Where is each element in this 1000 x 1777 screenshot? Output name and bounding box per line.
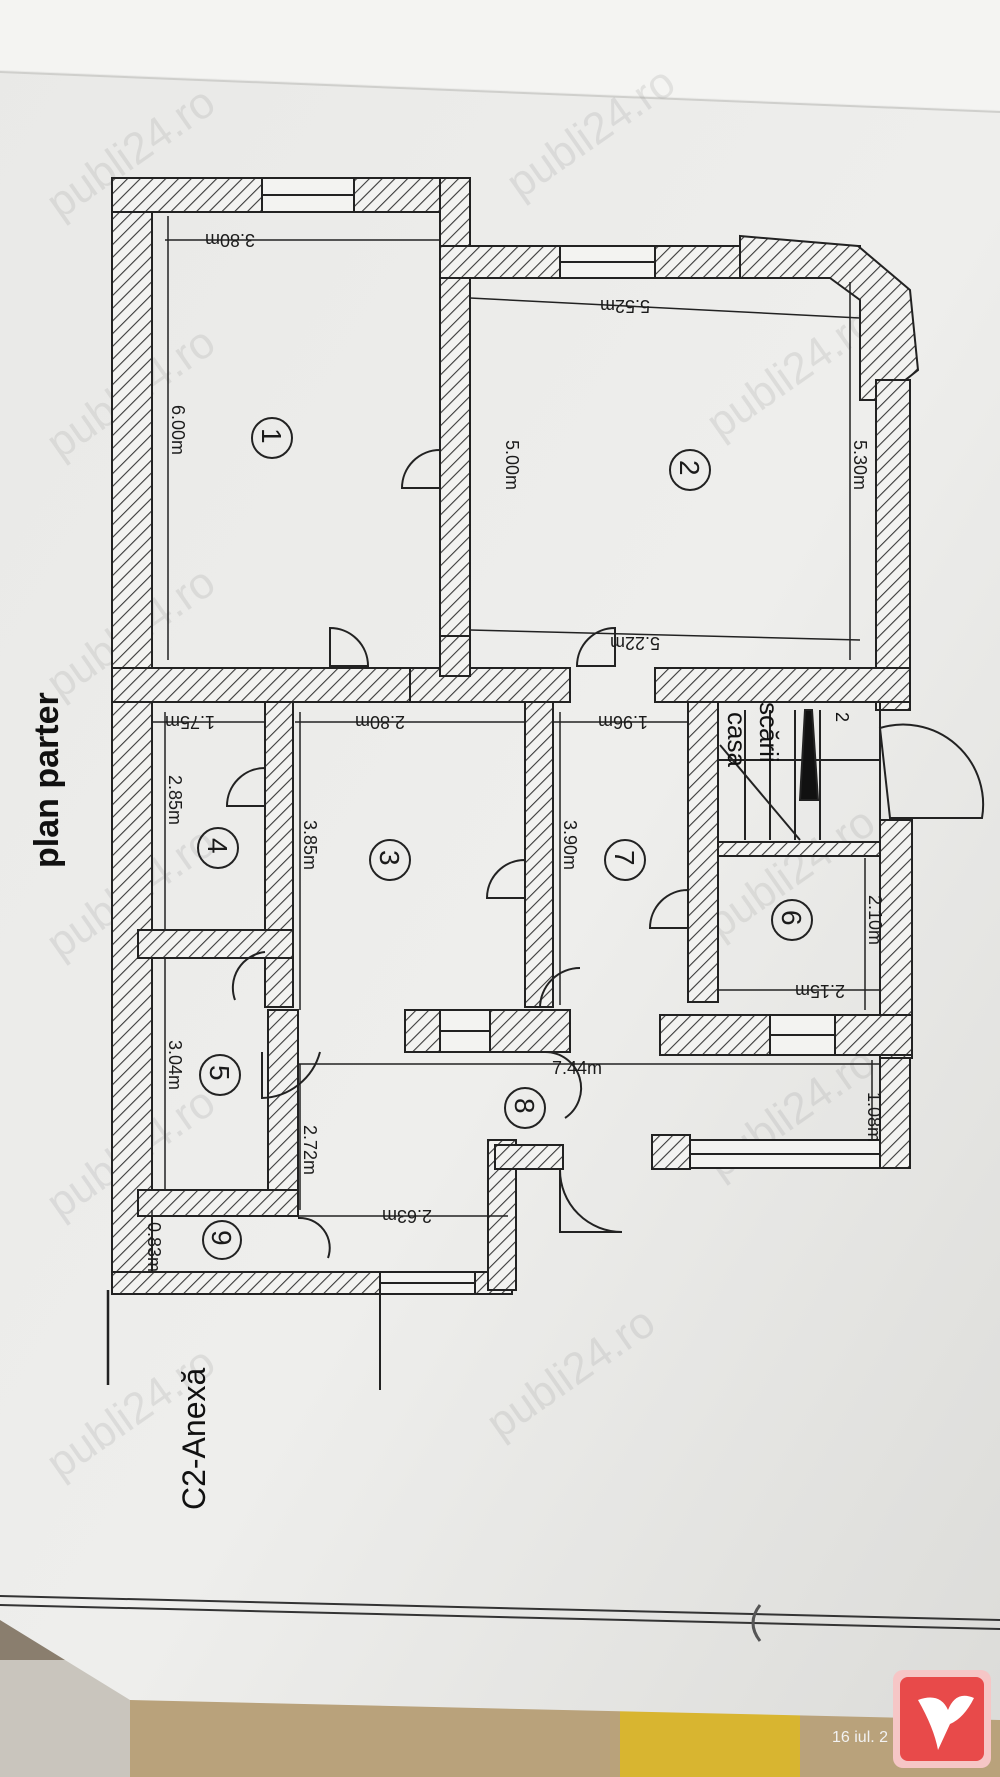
room-3: 3 bbox=[374, 850, 405, 866]
photo-date: 16 iul. 2 bbox=[832, 1729, 888, 1746]
dim-room1-height: 6.00m bbox=[168, 405, 188, 455]
dim-room6-height: 2.10m bbox=[865, 895, 885, 945]
room-numbers bbox=[197, 417, 813, 1260]
dim-room2-width-bottom: 5.22m bbox=[610, 633, 660, 653]
dim-left-lower: 2.72m bbox=[300, 1125, 320, 1175]
stair-mark: 2 bbox=[832, 712, 852, 722]
room-5: 5 bbox=[204, 1065, 235, 1081]
dimension-labels: 3.80m 6.00m 5.52m 5.00m 5.30m 5.22m 2.80… bbox=[144, 230, 885, 1272]
dim-total-width: 7.44m bbox=[552, 1058, 602, 1078]
room-4: 4 bbox=[202, 838, 233, 854]
dim-room6-width: 2.15m bbox=[795, 981, 845, 1001]
dim-room5-height: 3.04m bbox=[165, 1040, 185, 1090]
room-1: 1 bbox=[256, 428, 287, 444]
room-2: 2 bbox=[674, 460, 705, 476]
dim-room7-height: 3.90m bbox=[560, 820, 580, 870]
dim-room4-height: 2.85m bbox=[165, 775, 185, 825]
annex-label: C2-Anexă bbox=[176, 1368, 212, 1511]
dim-room2-height-right: 5.30m bbox=[850, 440, 870, 490]
dim-room9: 0.83m bbox=[144, 1222, 164, 1272]
dim-hall-lower: 2.63m bbox=[382, 1206, 432, 1226]
room-number-labels: 1 2 3 4 7 6 5 8 9 bbox=[202, 428, 807, 1246]
publi24-logo bbox=[893, 1670, 991, 1768]
dim-room7-width: 1.96m bbox=[598, 712, 648, 732]
dim-room2-height-left: 5.00m bbox=[502, 440, 522, 490]
dim-room3-height: 3.85m bbox=[300, 820, 320, 870]
dim-room4-width: 1.75m bbox=[165, 712, 215, 732]
door-swings bbox=[225, 449, 985, 1259]
room-8: 8 bbox=[509, 1098, 540, 1114]
room-9: 9 bbox=[206, 1230, 237, 1246]
plan-title: plan parter bbox=[28, 692, 66, 868]
stairs bbox=[717, 701, 881, 857]
dim-room3-width: 2.80m bbox=[355, 712, 405, 732]
stair-label-scarii: scării bbox=[754, 702, 784, 763]
dim-room1-width: 3.80m bbox=[205, 230, 255, 250]
dim-entry-width: 1.08m bbox=[864, 1092, 884, 1142]
room-7: 7 bbox=[609, 850, 640, 866]
dim-room2-width-top: 5.52m bbox=[600, 296, 650, 316]
stair-label-casa: casa bbox=[722, 712, 752, 767]
room-6: 6 bbox=[776, 910, 807, 926]
dimension-lines bbox=[151, 216, 880, 1272]
